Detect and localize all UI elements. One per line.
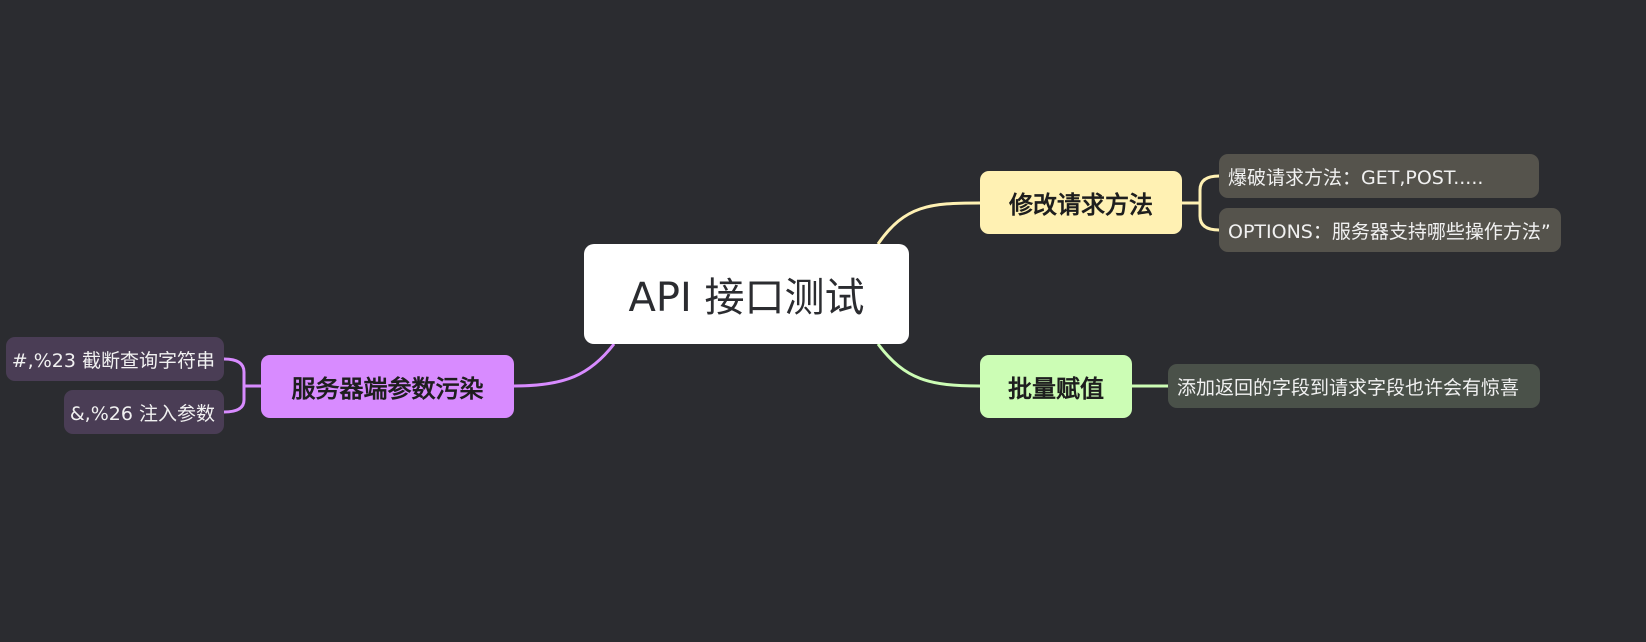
- branch-server-side-parameter-pollution[interactable]: 服务器端参数污染: [261, 355, 514, 418]
- connector-root-server: [513, 343, 616, 388]
- branch-modify-request-method[interactable]: 修改请求方法: [980, 171, 1182, 234]
- connector-method-leaves: [1182, 174, 1220, 232]
- leaf-label: OPTIONS：服务器支持哪些操作方法”: [1228, 220, 1551, 243]
- leaf-ampersand-inject[interactable]: &,%26 注入参数: [64, 390, 224, 434]
- leaf-hash-truncate[interactable]: #,%23 截断查询字符串: [6, 337, 224, 381]
- leaf-options-method[interactable]: OPTIONS：服务器支持哪些操作方法”: [1219, 208, 1561, 252]
- leaf-label: 添加返回的字段到请求字段也许会有惊喜: [1177, 376, 1520, 399]
- leaf-label: &,%26 注入参数: [69, 402, 215, 425]
- connector-server-leaves: [223, 357, 261, 414]
- leaf-add-returned-fields[interactable]: 添加返回的字段到请求字段也许会有惊喜: [1168, 364, 1540, 408]
- root-label: API 接口测试: [628, 275, 865, 321]
- connector-root-mass: [876, 343, 981, 388]
- leaf-label: #,%23 截断查询字符串: [11, 349, 215, 372]
- branch-label: 批量赋值: [1008, 375, 1104, 403]
- branch-label: 服务器端参数污染: [291, 375, 484, 403]
- root-node[interactable]: API 接口测试: [584, 244, 909, 344]
- leaf-brute-force-methods[interactable]: 爆破请求方法：GET,POST.....: [1219, 154, 1539, 198]
- leaf-label: 爆破请求方法：GET,POST.....: [1228, 166, 1484, 189]
- connector-root-method: [876, 201, 981, 245]
- branch-mass-assignment[interactable]: 批量赋值: [980, 355, 1132, 418]
- branch-label: 修改请求方法: [1009, 191, 1153, 219]
